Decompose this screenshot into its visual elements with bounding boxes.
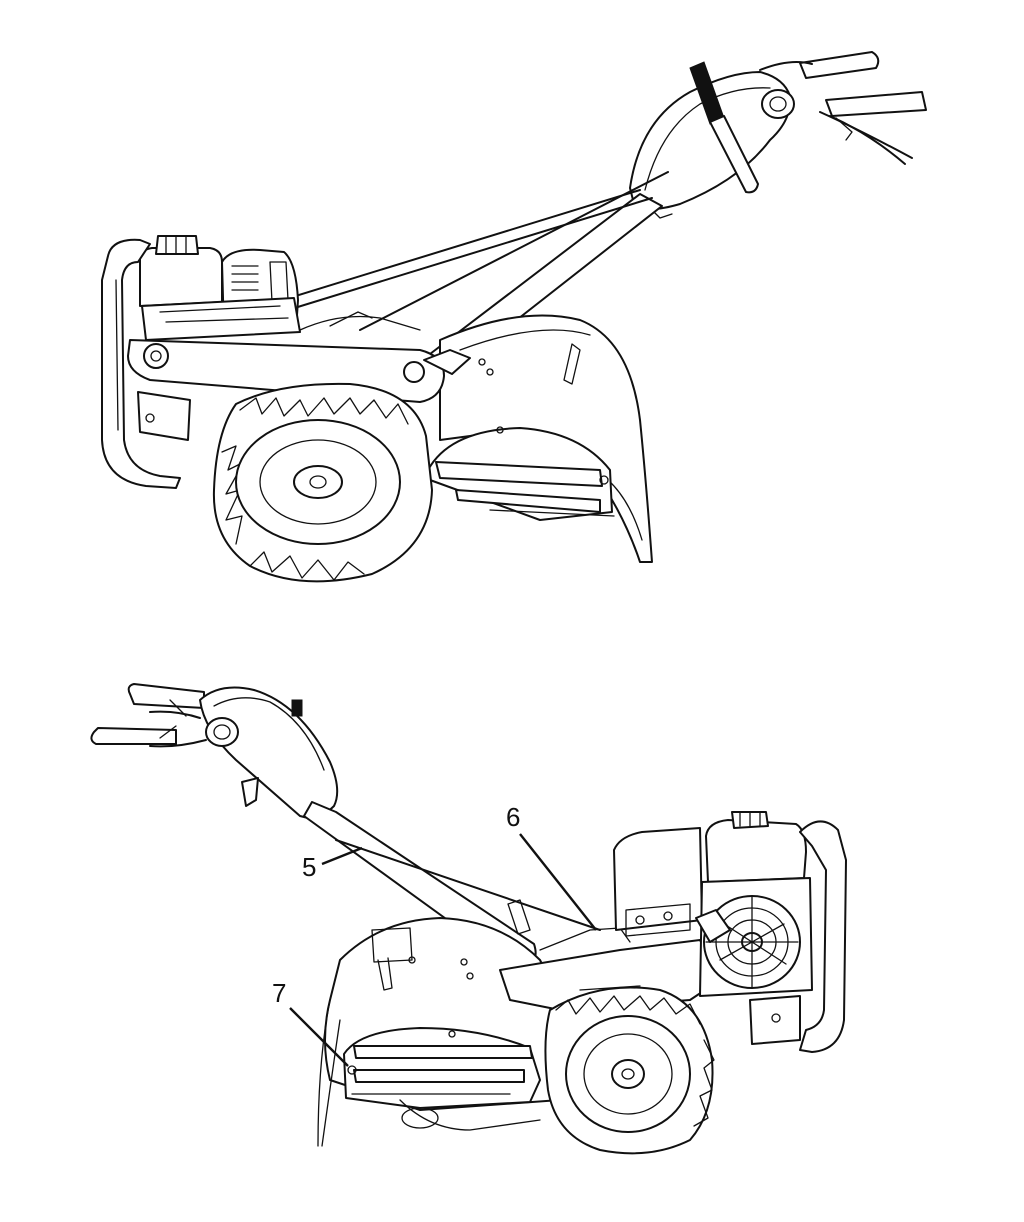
shift-lever-bottom: [291, 699, 303, 717]
wheel-bottom: [544, 986, 715, 1155]
rear-tine-guard-bottom: [399, 1099, 541, 1131]
callout-6-leader: [519, 833, 597, 931]
callout-5: 5: [302, 846, 363, 882]
engine-bottom: [613, 811, 813, 997]
handlebar-console-top: [629, 71, 795, 219]
handlebar-grips-bottom: [90, 683, 207, 748]
callout-5-number: 5: [302, 852, 316, 882]
wheel-top: [212, 382, 433, 583]
callout-7: 7: [272, 978, 349, 1067]
tiller-bottom-view: [90, 683, 847, 1155]
side-shield-bottom: [343, 1027, 541, 1109]
handlebar-grips-top: [759, 51, 927, 165]
front-bumper-top: [101, 238, 191, 489]
callout-7-leader: [289, 1007, 349, 1067]
side-shield-top: [427, 426, 615, 521]
shift-lever-top: [689, 61, 759, 194]
callout-6-number: 6: [506, 802, 520, 832]
tiller-top-view: [101, 51, 927, 583]
callout-7-number: 7: [272, 978, 286, 1008]
callout-5-leader: [321, 846, 363, 866]
handlebar-console-bottom: [199, 686, 339, 819]
callout-6: 6: [506, 802, 597, 931]
engine-top: [139, 235, 301, 341]
front-bumper-bottom: [749, 820, 847, 1053]
